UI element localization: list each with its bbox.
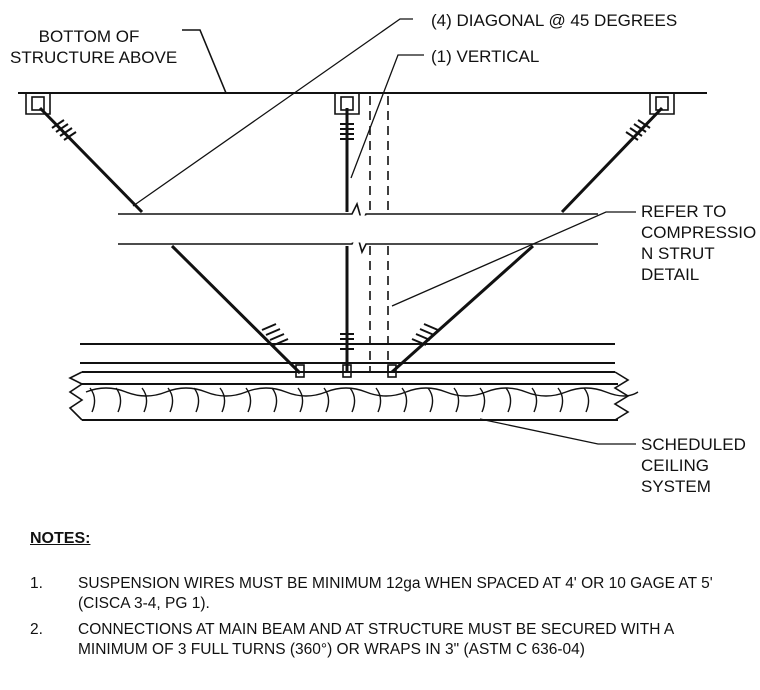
wire-wrap-left-top bbox=[51, 119, 77, 141]
wire-wrap-left-bottom bbox=[261, 323, 289, 346]
wire-wrap-right-top bbox=[625, 119, 651, 141]
wire-wrap-vertical-bottom bbox=[340, 333, 354, 350]
diagonal-wire-left-lower bbox=[170, 244, 302, 375]
diagonal-wire-right-upper bbox=[560, 106, 664, 214]
diagonal-wire-left-upper bbox=[38, 106, 144, 214]
note-text: CONNECTIONS AT MAIN BEAM AND AT STRUCTUR… bbox=[78, 621, 674, 658]
label-bottom-of-structure: BOTTOM OF STRUCTURE ABOVE bbox=[10, 27, 178, 67]
diagonal-wire-right-lower bbox=[391, 244, 534, 374]
ceiling-system-pattern bbox=[85, 387, 639, 413]
notes-title: NOTES: bbox=[30, 530, 91, 547]
beam-clip-right bbox=[387, 364, 397, 378]
break-line-top bbox=[118, 201, 598, 225]
leader-vertical bbox=[350, 54, 424, 179]
leader-structure bbox=[182, 29, 227, 94]
wire-wrap-vertical-top bbox=[340, 123, 354, 140]
wire-wrap-right-bottom bbox=[411, 323, 439, 346]
anchor-clip-left bbox=[25, 93, 51, 115]
note-item-1: 1. SUSPENSION WIRES MUST BE MINIMUM 12ga… bbox=[30, 574, 730, 614]
beam-clip-center bbox=[342, 364, 352, 378]
break-line-bottom bbox=[118, 231, 598, 255]
anchor-clip-right bbox=[649, 93, 675, 115]
note-number: 2. bbox=[30, 621, 43, 638]
leader-ceiling-system bbox=[479, 418, 636, 445]
note-text: SUSPENSION WIRES MUST BE MINIMUM 12ga WH… bbox=[78, 575, 713, 612]
leader-compression-strut bbox=[391, 211, 636, 307]
beam-clip-left bbox=[295, 364, 305, 378]
leader-diagonal bbox=[132, 18, 413, 207]
main-beam bbox=[80, 343, 615, 373]
label-ceiling-system: SCHEDULED CEILING SYSTEM bbox=[641, 435, 746, 496]
note-number: 1. bbox=[30, 575, 43, 592]
label-compression-strut: REFER TO COMPRESSIO N STRUT DETAIL bbox=[641, 202, 757, 284]
note-item-2: 2. CONNECTIONS AT MAIN BEAM AND AT STRUC… bbox=[30, 620, 730, 660]
label-vertical: (1) VERTICAL bbox=[431, 47, 540, 66]
label-diagonal: (4) DIAGONAL @ 45 DEGREES bbox=[431, 11, 678, 30]
